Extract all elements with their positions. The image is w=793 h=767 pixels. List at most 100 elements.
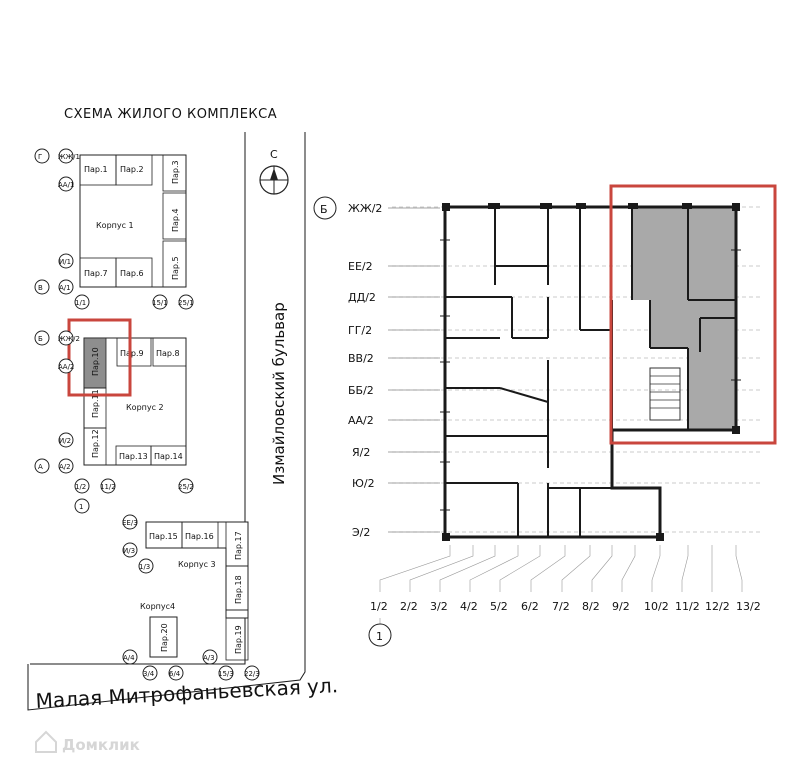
row-label-7: Я/2	[352, 446, 370, 459]
col-label-12: 13/2	[736, 600, 761, 613]
section-16: Пар.16	[185, 532, 214, 541]
section-5: Пар.5	[171, 256, 180, 280]
site-axis-15-3: 15/3	[218, 670, 234, 678]
site-axis-markers: Г ЖЖ/1 АА/1 И/1 В А/1 1/1 15/1 25/1 Б ЖЖ…	[34, 148, 260, 681]
floor-plan	[392, 203, 760, 541]
site-axis-one3: 1/3	[139, 563, 150, 571]
col-label-3: 4/2	[460, 600, 478, 613]
section-8: Пар.8	[156, 349, 180, 358]
site-axis-i2: И/2	[59, 437, 71, 445]
row-label-2: ДД/2	[348, 291, 376, 304]
col-label-11: 12/2	[705, 600, 730, 613]
col-label-10: 11/2	[675, 600, 700, 613]
section-7: Пар.7	[84, 269, 108, 278]
row-label-0: ЖЖ/2	[348, 202, 382, 215]
watermark: Домклик	[35, 730, 140, 754]
site-axis-zhzh2: ЖЖ/2	[58, 335, 80, 343]
plan-axis-one-bubble	[368, 623, 392, 647]
site-axis-i3: И/3	[123, 547, 135, 555]
col-label-4: 5/2	[490, 600, 508, 613]
site-axis-b: Б	[38, 335, 43, 343]
site-axis-i1: И/1	[59, 258, 71, 266]
site-highlight-frame	[67, 318, 132, 397]
section-11: Пар.11	[91, 389, 100, 418]
section-20: Пар.20	[160, 623, 169, 652]
row-label-3: ГГ/2	[348, 324, 372, 337]
section-12: Пар.12	[91, 429, 100, 458]
scheme-title: СХЕМА ЖИЛОГО КОМПЛЕКСА	[64, 107, 277, 122]
plan-highlight-frame	[609, 184, 777, 445]
site-axis-one1: 1/1	[75, 299, 86, 307]
col-label-8: 9/2	[612, 600, 630, 613]
section-17: Пар.17	[234, 531, 243, 560]
col-label-6: 7/2	[552, 600, 570, 613]
site-axis-6-4: 6/4	[169, 670, 181, 678]
site-axis-ee3: ЕЕ/3	[122, 519, 138, 527]
street-label: Малая Митрофаньевская ул.	[35, 673, 339, 713]
row-label-9: Э/2	[352, 526, 370, 539]
building-2	[83, 337, 187, 466]
plan-axis-b-bubble	[313, 196, 337, 220]
building-2-label: Корпус 2	[126, 403, 164, 412]
compass: С	[259, 148, 289, 195]
site-axis-25-1: 25/1	[178, 299, 194, 307]
site-axis-25-2: 25/2	[178, 483, 194, 491]
col-label-7: 8/2	[582, 600, 600, 613]
building-4-label: Корпус4	[140, 602, 175, 611]
roads	[27, 132, 306, 711]
building-1	[79, 154, 187, 288]
site-axis-15-1: 15/1	[152, 299, 168, 307]
site-axis-zhzh1: ЖЖ/1	[58, 153, 80, 161]
row-leaders	[388, 207, 440, 533]
site-axis-22-3: 22/3	[244, 670, 260, 678]
plan-column-labels: 1/2 2/2 3/2 4/2 5/2 6/2 7/2 8/2 9/2 10/2…	[370, 600, 761, 613]
plan-axis-one: 1	[376, 630, 383, 643]
section-14: Пар.14	[154, 452, 183, 461]
building-3-label: Корпус 3	[178, 560, 216, 569]
section-3: Пар.3	[171, 160, 180, 184]
row-label-4: ВВ/2	[348, 352, 374, 365]
section-6: Пар.6	[120, 269, 144, 278]
col-label-9: 10/2	[644, 600, 669, 613]
plan-axis-b: Б	[320, 203, 328, 216]
section-9: Пар.9	[120, 349, 144, 358]
watermark-text: Домклик	[62, 736, 140, 754]
site-axis-11-2: 11/2	[100, 483, 116, 491]
section-15: Пар.15	[149, 532, 178, 541]
row-label-6: АА/2	[348, 414, 374, 427]
site-axis-a2: А/2	[59, 463, 71, 471]
row-label-5: ББ/2	[348, 384, 374, 397]
site-axis-a1: А/1	[59, 284, 71, 292]
row-label-8: Ю/2	[352, 477, 375, 490]
site-axis-v: В	[38, 284, 43, 292]
site-axis-g: Г	[38, 153, 42, 161]
site-axis-a3: А/3	[203, 654, 215, 662]
section-18: Пар.18	[234, 575, 243, 604]
plan-row-labels: ЖЖ/2 ЕЕ/2 ДД/2 ГГ/2 ВВ/2 ББ/2 АА/2 Я/2 Ю…	[348, 202, 382, 539]
boulevard-label: Измайловский бульвар	[270, 302, 288, 485]
col-label-0: 1/2	[370, 600, 388, 613]
section-4: Пар.4	[171, 208, 180, 232]
section-2: Пар.2	[120, 165, 144, 174]
col-label-1: 2/2	[400, 600, 418, 613]
site-axis-one2: 1/2	[75, 483, 86, 491]
column-leaders	[379, 545, 743, 592]
section-13: Пар.13	[119, 452, 148, 461]
site-axis-aa1: АА/1	[58, 181, 74, 189]
site-axis-a: А	[38, 463, 43, 471]
row-label-1: ЕЕ/2	[348, 260, 373, 273]
compass-label: С	[270, 148, 278, 161]
building-3	[145, 521, 249, 661]
site-axis-aa2: АА/2	[58, 363, 74, 371]
col-label-2: 3/2	[430, 600, 448, 613]
col-label-5: 6/2	[521, 600, 539, 613]
site-axis-one: 1	[79, 503, 83, 511]
section-19: Пар.19	[234, 625, 243, 654]
site-axis-3-4: 3/4	[143, 670, 155, 678]
building-4	[149, 616, 178, 658]
site-axis-a4: А/4	[123, 654, 135, 662]
building-1-label: Корпус 1	[96, 221, 134, 230]
section-10: Пар.10	[91, 347, 100, 376]
section-1: Пар.1	[84, 165, 108, 174]
